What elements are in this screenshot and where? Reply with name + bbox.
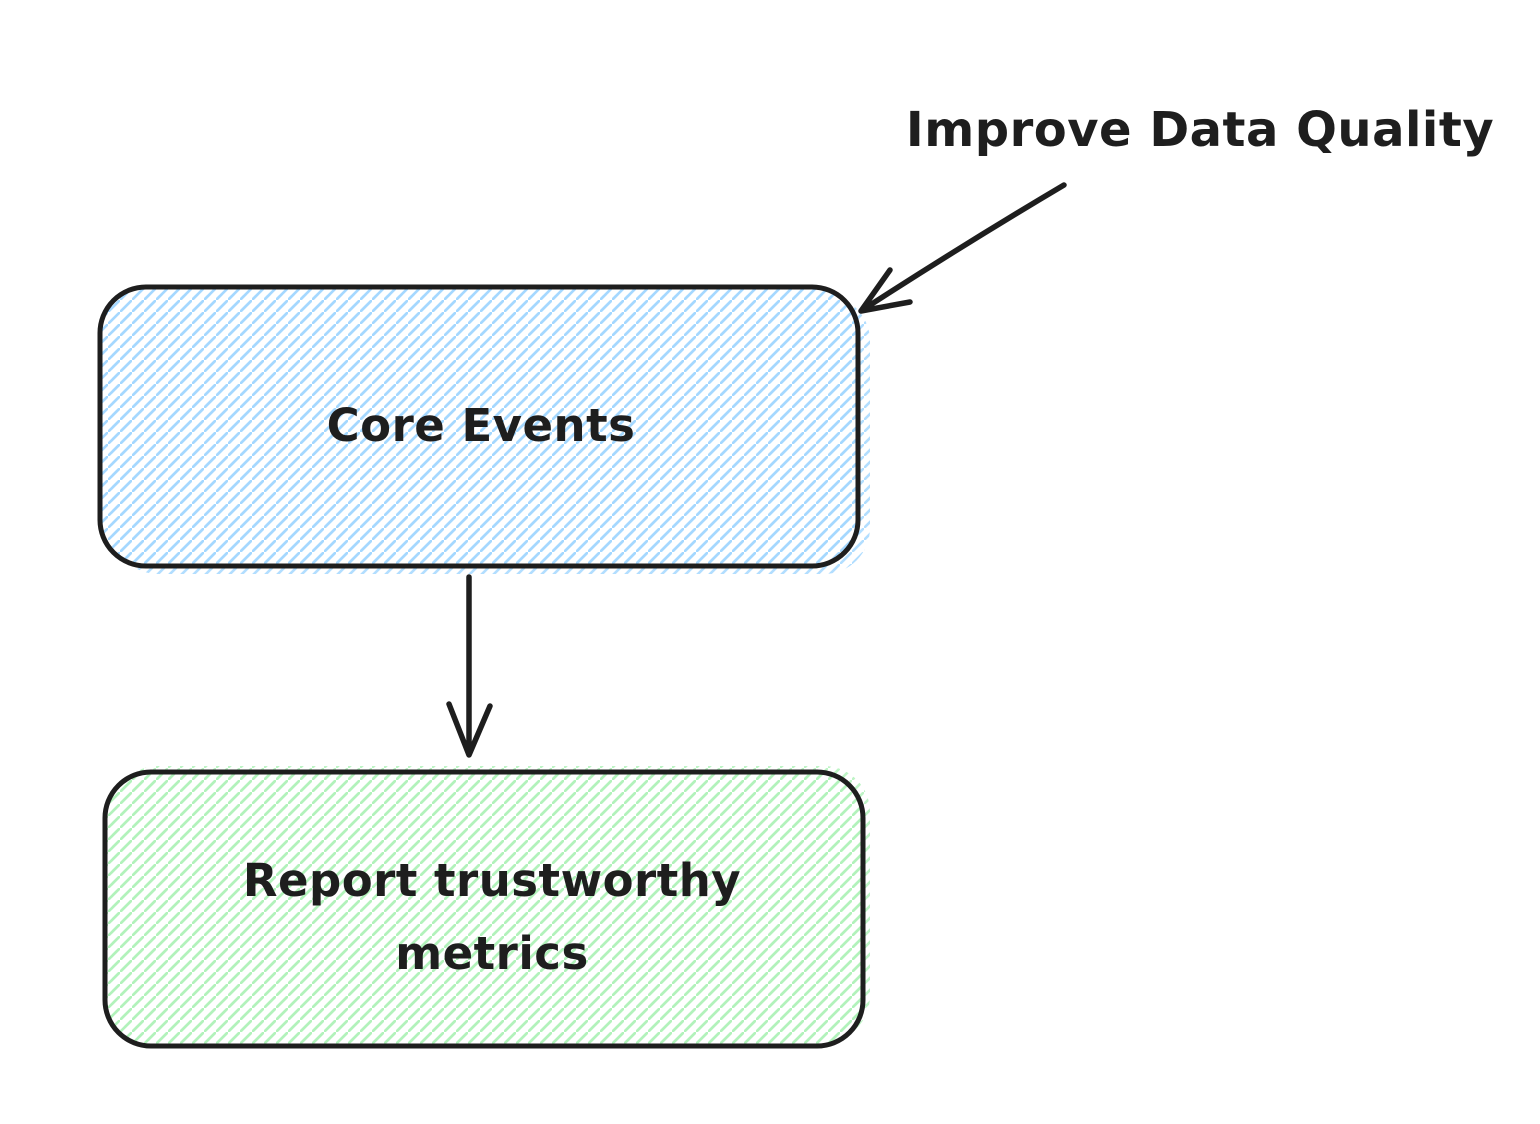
core-events-label: Core Events bbox=[326, 399, 636, 452]
improve-data-quality-annotation: Improve Data Quality bbox=[905, 102, 1495, 158]
report-trustworthy-metrics-node bbox=[102, 769, 866, 1049]
flow-arrow bbox=[446, 574, 493, 758]
annotation-arrow bbox=[858, 182, 1067, 314]
core-events-node bbox=[97, 284, 861, 569]
report-trustworthy-metrics-label: Report trustworthy metrics bbox=[242, 854, 742, 980]
